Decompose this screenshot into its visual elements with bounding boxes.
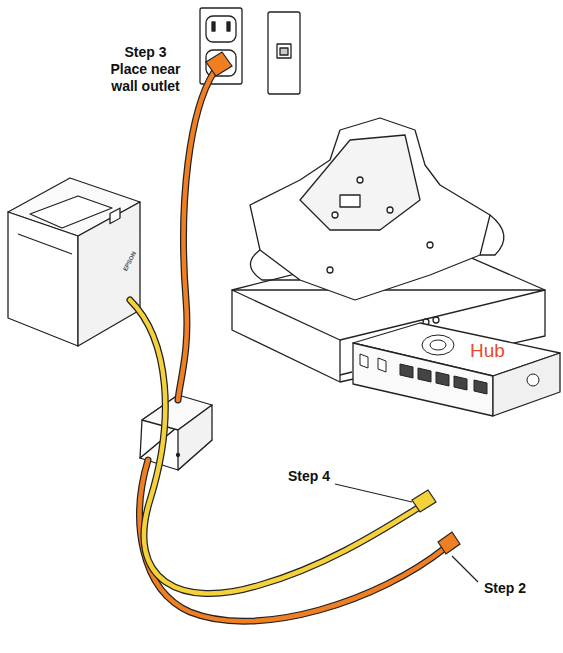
hub-device: Hub [348, 318, 563, 438]
step-label: Step 4 [284, 468, 334, 485]
leader-line [452, 556, 478, 582]
wall-outlet [200, 8, 242, 84]
ethernet-plug [412, 490, 436, 512]
step-label: Step 3 [98, 44, 193, 61]
step-label: Place near wall outlet [98, 61, 193, 95]
power-plug [206, 52, 232, 76]
step-label: Step 2 [480, 580, 530, 597]
printer [8, 178, 140, 346]
power-cable [140, 460, 445, 621]
power-plug [438, 532, 460, 554]
leader-line [335, 484, 412, 502]
power-cable [178, 72, 214, 400]
hub-outline [348, 318, 563, 438]
ethernet-plate [268, 12, 300, 94]
device-label: Hub [470, 340, 505, 362]
